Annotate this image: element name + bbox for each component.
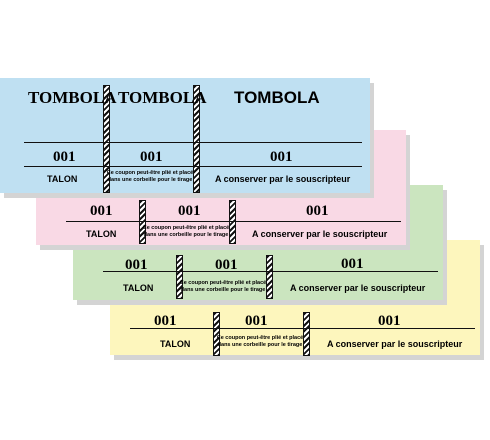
number-line bbox=[24, 166, 362, 167]
stub-number: 001 bbox=[125, 257, 148, 273]
stub-label: TALON bbox=[160, 339, 191, 349]
ticket-blue: TOMBOLA TOMBOLA TOMBOLA 001 001 001 TALO… bbox=[0, 78, 370, 193]
coupon-note: Ce coupon peut-être plié et placé dans u… bbox=[179, 280, 267, 293]
keep-label: A conserver par le souscripteur bbox=[252, 229, 388, 239]
coupon-number: 001 bbox=[140, 149, 163, 165]
number-line bbox=[130, 328, 475, 329]
coupon-note: Ce coupon peut-être plié et placé dans u… bbox=[142, 225, 230, 238]
perforation-left bbox=[176, 255, 183, 299]
coupon-note: Ce coupon peut-être plié et placé dans u… bbox=[216, 335, 304, 348]
stub-label: TALON bbox=[123, 283, 154, 293]
top-line bbox=[24, 142, 362, 143]
perforation-left bbox=[103, 85, 110, 193]
perforation-left bbox=[139, 200, 146, 244]
perforation-right bbox=[266, 255, 273, 299]
perforation-right bbox=[193, 85, 200, 193]
coupon-title: TOMBOLA bbox=[118, 88, 207, 107]
keep-label: A conserver par le souscripteur bbox=[327, 339, 463, 349]
coupon-note: Ce coupon peut-être plié et placé dans u… bbox=[106, 170, 194, 183]
perforation-left bbox=[213, 312, 220, 356]
keep-number: 001 bbox=[341, 256, 364, 272]
keep-title: TOMBOLA bbox=[234, 88, 320, 107]
keep-label: A conserver par le souscripteur bbox=[215, 174, 351, 184]
coupon-number: 001 bbox=[178, 203, 201, 219]
stub-number: 001 bbox=[90, 203, 113, 219]
stub-label: TALON bbox=[47, 174, 78, 184]
keep-label: A conserver par le souscripteur bbox=[290, 283, 426, 293]
coupon-number: 001 bbox=[215, 257, 238, 273]
stub-title: TOMBOLA bbox=[28, 88, 117, 107]
coupon-number: 001 bbox=[245, 313, 268, 329]
stub-number: 001 bbox=[53, 149, 76, 165]
keep-number: 001 bbox=[306, 203, 329, 219]
keep-number: 001 bbox=[270, 149, 293, 165]
stub-number: 001 bbox=[154, 313, 177, 329]
keep-number: 001 bbox=[378, 313, 401, 329]
perforation-right bbox=[229, 200, 236, 244]
stub-label: TALON bbox=[86, 229, 117, 239]
perforation-right bbox=[303, 312, 310, 356]
number-line bbox=[66, 221, 401, 222]
number-line bbox=[103, 271, 438, 272]
